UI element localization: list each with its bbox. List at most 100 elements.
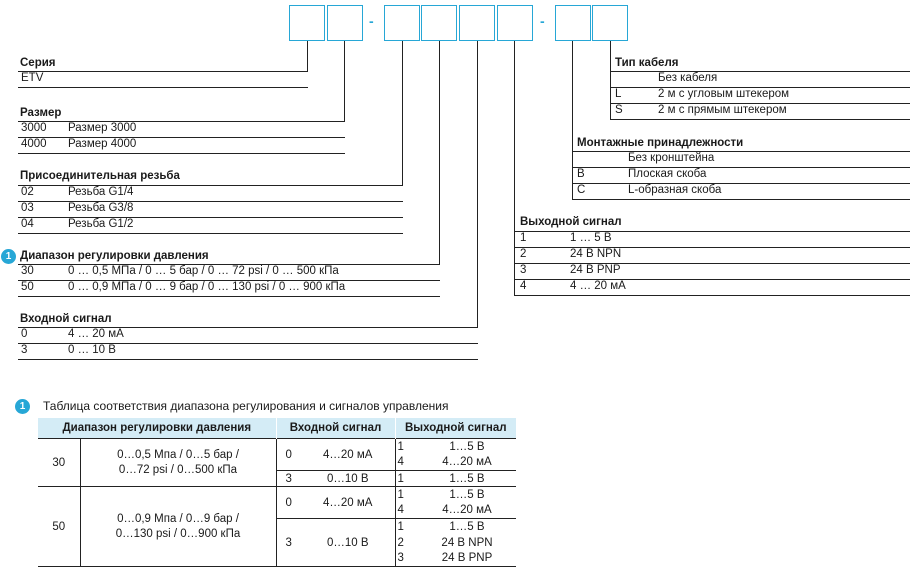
range-label: 0…0,5 Мпа / 0…5 бар / 0…72 psi / 0…500 к…	[80, 438, 277, 487]
table-header-row: Диапазон регулировки давления Входной си…	[38, 418, 516, 439]
divider	[514, 247, 910, 248]
connector-series	[307, 41, 308, 71]
output-label: 4 … 20 мА	[570, 280, 626, 292]
connector-size	[344, 41, 345, 121]
range-line: 0…72 psi / 0…500 кПа	[118, 463, 238, 476]
divider	[610, 103, 910, 104]
pressure-label: 0 … 0,9 МПа / 0 … 9 бар / 0 … 130 psi / …	[68, 281, 346, 293]
thread-code: 02	[21, 186, 34, 198]
mounting-title: Монтажные принадлежности	[577, 137, 744, 149]
connector-output	[514, 41, 515, 295]
note-1-badge: 1	[15, 399, 30, 414]
divider	[18, 233, 403, 234]
input-code: 3	[285, 472, 292, 485]
cable-label: 2 м с угловым штекером	[658, 88, 790, 100]
input-code: 3	[285, 536, 292, 549]
pressure-title: Диапазон регулировки давления	[20, 250, 209, 262]
thread-label: Резьба G3/8	[68, 202, 134, 214]
range-code: 50	[38, 486, 81, 567]
size-label: Размер 4000	[68, 138, 137, 150]
divider	[18, 359, 478, 360]
divider	[610, 87, 910, 88]
connector-thread	[402, 41, 403, 185]
output-label: 1…5 В	[449, 520, 485, 533]
output-code: 2	[520, 248, 527, 260]
input-code: 0	[285, 496, 292, 509]
cable-code: L	[615, 88, 622, 100]
code-separator: -	[540, 13, 545, 29]
mounting-label: L-образная скоба	[628, 184, 722, 196]
pressure-label: 0 … 0,5 МПа / 0 … 5 бар / 0 … 72 psi / 0…	[68, 265, 339, 277]
divider	[18, 185, 403, 186]
table-caption: Таблица соответствия диапазона регулиров…	[43, 399, 449, 413]
connector-input	[477, 41, 478, 327]
divider	[514, 231, 910, 232]
size-code: 3000	[21, 122, 47, 134]
size-title: Размер	[20, 107, 62, 119]
pressure-code: 50	[21, 281, 34, 293]
code-box-mounting	[592, 5, 628, 41]
mounting-label: Плоская скоба	[628, 168, 707, 180]
thread-code: 04	[21, 218, 34, 230]
pressure-code: 30	[21, 265, 34, 277]
table-header: Диапазон регулировки давления	[38, 418, 277, 439]
connector-pressure	[439, 41, 440, 265]
output-code: 4	[520, 280, 527, 292]
connector-cable	[610, 41, 611, 119]
divider	[18, 201, 403, 202]
table-header: Входной сигнал	[276, 418, 396, 439]
input-code: 3	[21, 344, 28, 356]
table-row: 3 0…10 В 1 1…5 В	[38, 470, 516, 487]
size-code: 4000	[21, 138, 47, 150]
code-box-series-1	[289, 5, 325, 41]
code-box-thread	[421, 5, 457, 41]
divider	[572, 199, 910, 200]
series-title: Серия	[20, 57, 56, 69]
table-row: 3 0…10 В 1 1…5 В	[38, 518, 516, 567]
divider	[610, 119, 910, 120]
divider	[514, 295, 910, 296]
divider	[18, 137, 345, 138]
output-label: 24 В NPN	[441, 536, 493, 549]
correspondence-table: Диапазон регулировки давления Входной си…	[38, 418, 516, 567]
output-code: 4	[397, 504, 404, 517]
input-label: 0 … 10 В	[68, 344, 116, 356]
input-label: 4…20 мА	[301, 486, 396, 519]
divider	[18, 280, 440, 281]
output-label: 1…5 В	[449, 488, 485, 501]
divider	[18, 217, 403, 218]
output-code: 1	[397, 472, 404, 485]
divider	[610, 71, 910, 72]
table-header: Выходной сигнал	[395, 418, 516, 439]
code-box-series-2	[327, 5, 363, 41]
output-code: 1	[397, 440, 404, 453]
divider	[18, 264, 440, 265]
divider	[572, 151, 910, 152]
note-1-badge: 1	[1, 249, 16, 264]
divider	[18, 71, 308, 72]
output-label: 1…5 В	[449, 440, 485, 453]
input-code: 0	[285, 448, 292, 461]
code-box-pressure	[459, 5, 495, 41]
table-row: 4 4…20 мА	[38, 503, 516, 519]
divider	[18, 153, 345, 154]
table-row: 4 4…20 мА	[38, 455, 516, 471]
series-code: ETV	[21, 72, 44, 84]
code-separator: -	[369, 13, 374, 29]
size-label: Размер 3000	[68, 122, 137, 134]
table-row: 2 24 В NPN	[38, 535, 516, 551]
cable-title: Тип кабеля	[615, 57, 679, 69]
thread-label: Резьба G1/2	[68, 218, 134, 230]
table-row: 3 0 0…0,5 Мпа / 0…5 бар / 0…72 psi / 0…50…	[38, 438, 516, 487]
output-label: 1 … 5 В	[570, 232, 612, 244]
mounting-code: B	[577, 168, 585, 180]
cable-label: 2 м с прямым штекером	[658, 104, 787, 116]
input-label: 0…10 В	[301, 518, 396, 567]
divider	[18, 296, 440, 297]
output-code: 3	[397, 552, 404, 565]
output-label: 24 В PNP	[441, 552, 493, 565]
connector-mounting	[572, 41, 573, 199]
output-label: 1…5 В	[449, 472, 485, 485]
input-label: 0…10 В	[301, 470, 396, 487]
output-code: 4	[397, 456, 404, 469]
